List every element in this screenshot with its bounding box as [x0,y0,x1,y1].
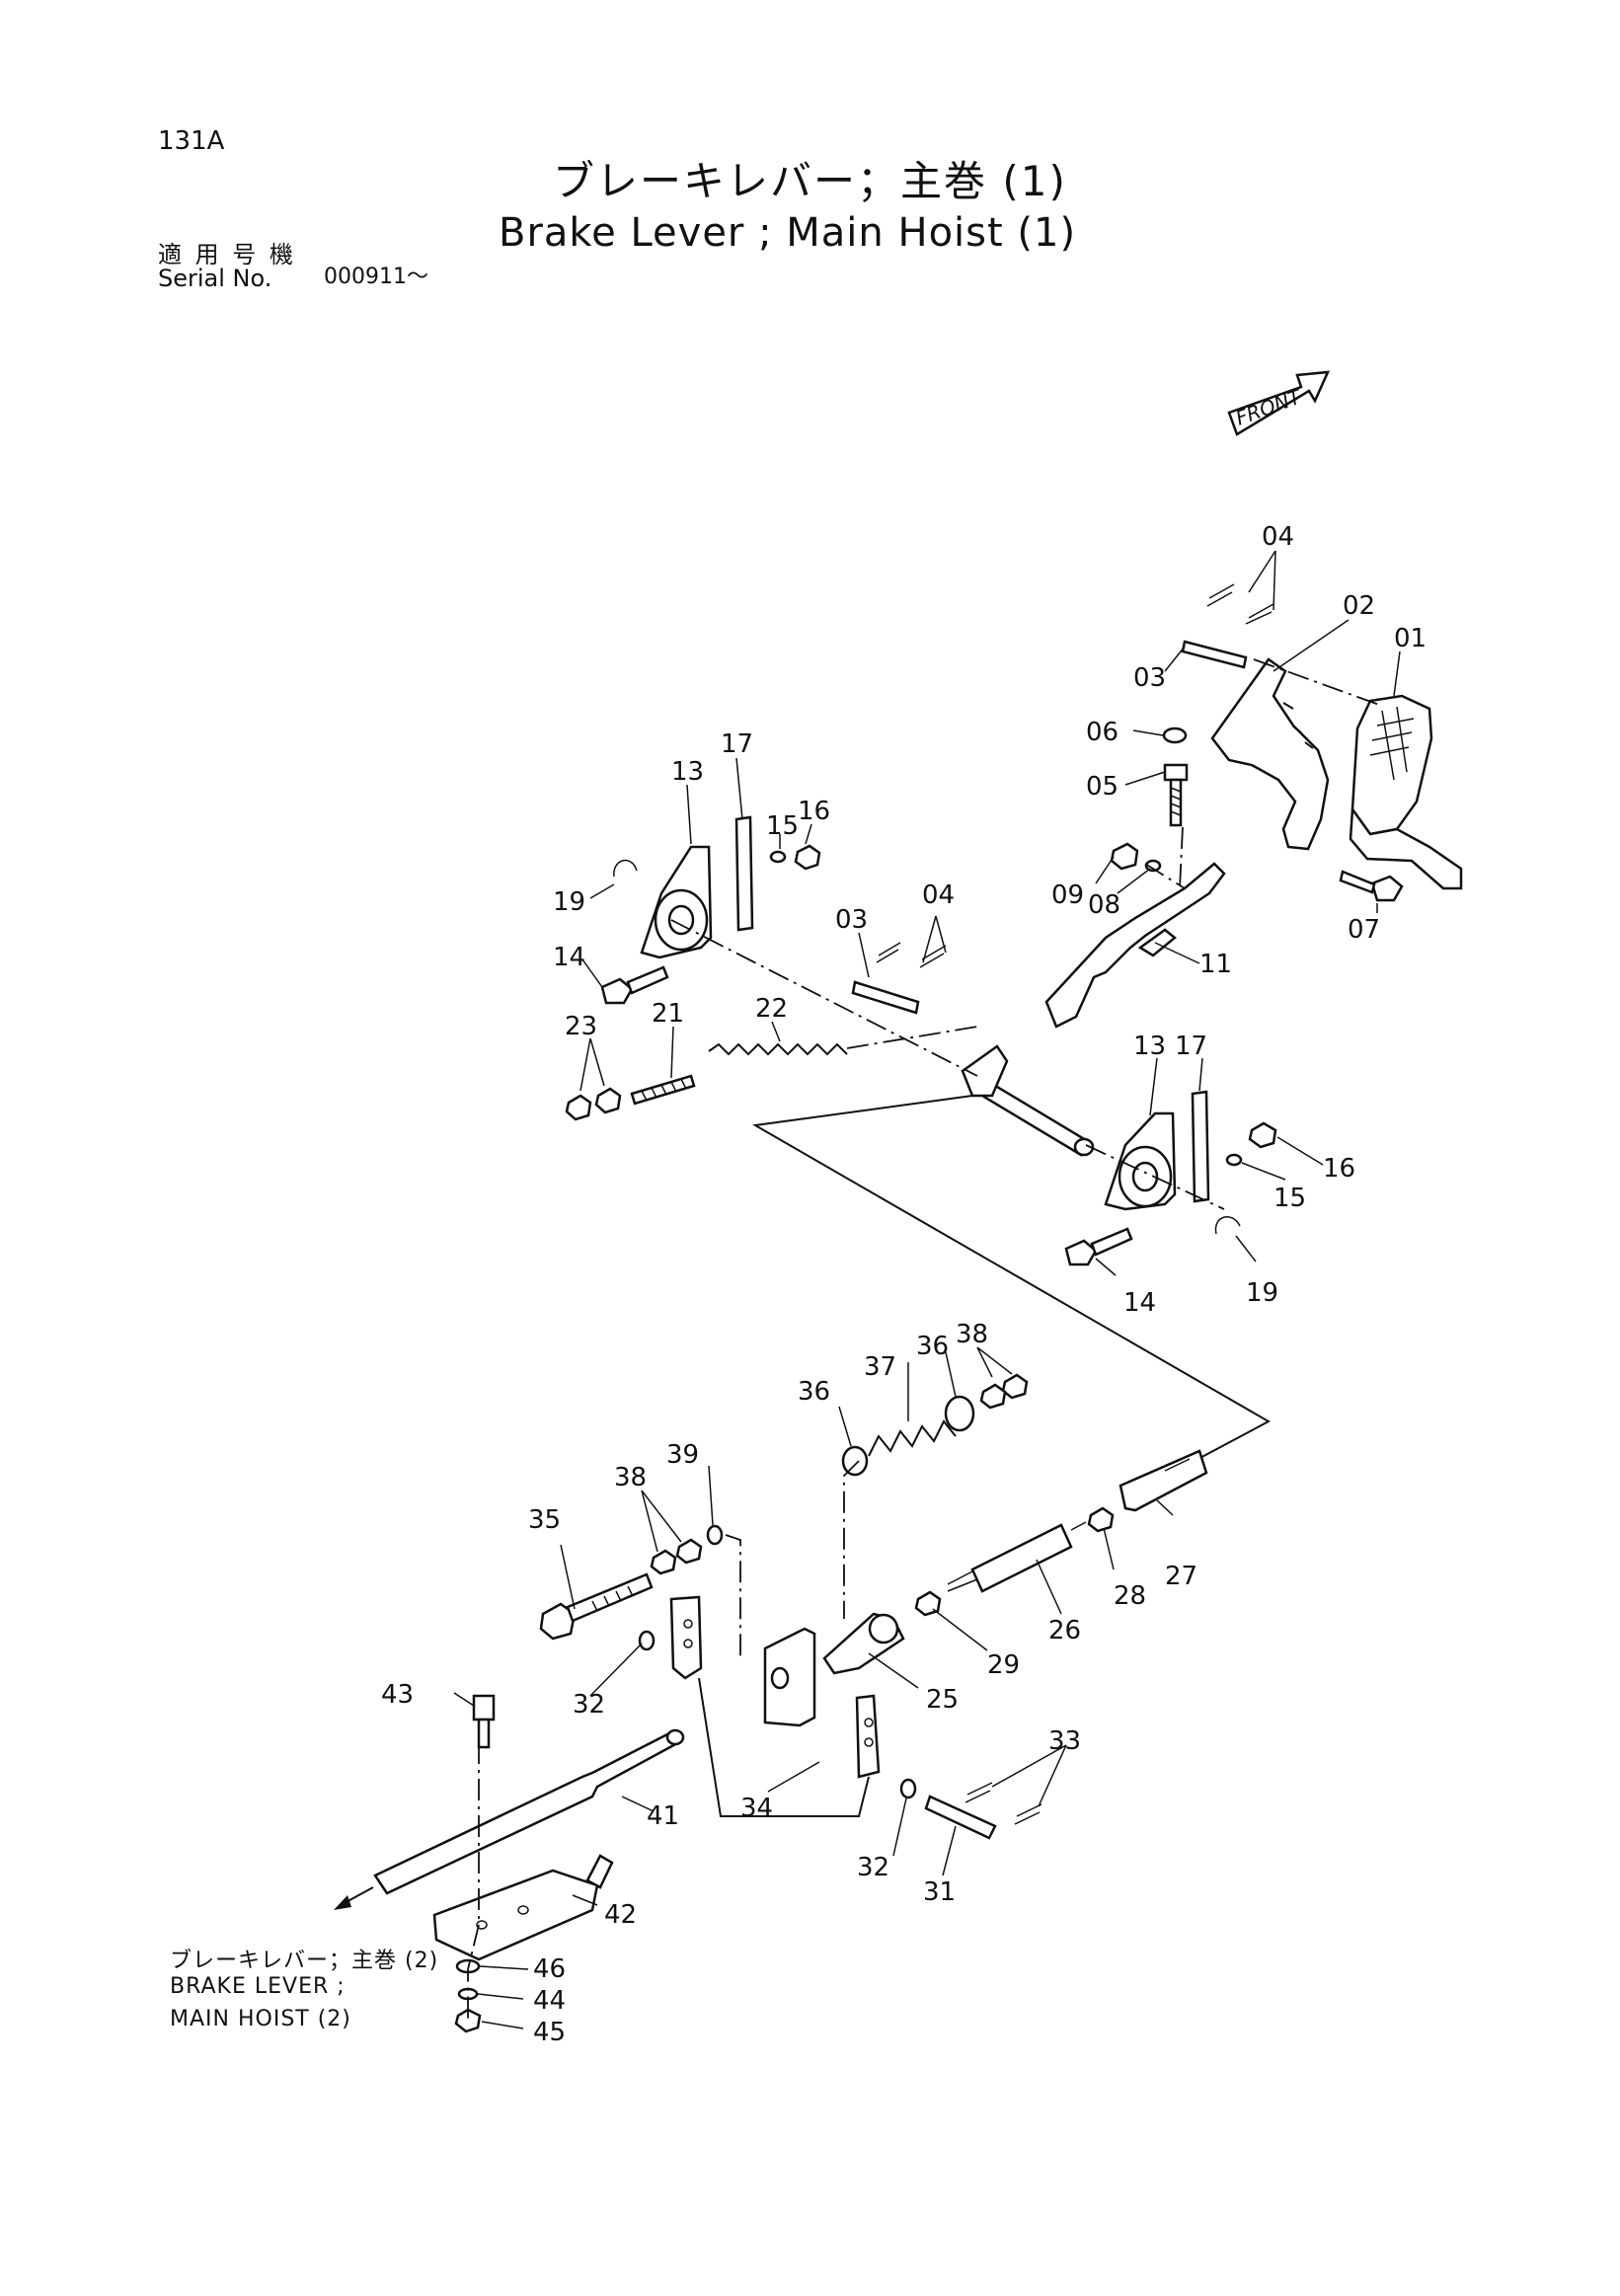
serial-number-value: 000911～ [324,265,428,289]
reference-note-line2: BRAKE LEVER ; [170,1974,346,1999]
callout-26: 26 [1048,1616,1081,1645]
callout-16: 16 [798,797,830,826]
callout-37: 37 [864,1352,896,1382]
page-code: 131A [158,126,225,156]
callout-03-b: 03 [835,905,868,935]
callout-15: 15 [766,811,799,841]
callout-08: 08 [1088,890,1120,920]
long-rod-part [373,1730,681,1895]
front-arrow-icon: FRONT [1227,370,1331,436]
callout-25: 25 [926,1685,959,1715]
reference-note-line3: MAIN HOIST (2) [170,2007,351,2031]
callout-32: 32 [573,1690,605,1720]
callout-02: 02 [1343,591,1375,621]
reference-note-line1: ブレーキレバー；主巻 (2) [170,1949,439,1973]
callout-09: 09 [1051,880,1084,910]
callout-36-b: 36 [798,1377,830,1407]
callout-45: 45 [533,2018,566,2047]
callout-11: 11 [1199,950,1232,979]
callout-01: 01 [1394,624,1427,653]
callout-44: 44 [533,1986,566,2016]
callout-43: 43 [381,1680,414,1710]
callout-15-b: 15 [1273,1184,1306,1213]
callout-23: 23 [565,1012,597,1041]
pillow-block-part [640,845,713,959]
callout-07: 07 [1348,915,1380,945]
callout-03: 03 [1133,663,1166,693]
callout-28: 28 [1114,1581,1146,1611]
shaft-part [980,1079,1088,1157]
callout-34: 34 [740,1794,773,1823]
pedal-bracket-part [1210,657,1330,851]
pillow-block-part-2 [1104,1111,1177,1211]
callout-32-b: 32 [857,1853,889,1882]
callout-14-b: 14 [1123,1288,1156,1318]
block-part [432,1869,599,1961]
callout-21: 21 [652,999,684,1029]
callout-13-b: 13 [1133,1032,1166,1061]
page-title-japanese: ブレーキレバー；主巻 (1) [553,157,1067,205]
callout-42: 42 [604,1900,637,1930]
callout-16-b: 16 [1323,1154,1355,1184]
callout-41: 41 [647,1801,679,1831]
callout-39: 39 [666,1440,699,1470]
callout-22: 22 [755,994,788,1024]
front-label: FRONT [1233,384,1306,430]
serial-label-english: Serial No. [158,265,272,292]
callout-36: 36 [916,1332,949,1361]
callout-38: 38 [956,1320,988,1349]
callout-04-b: 04 [922,880,955,910]
callout-14: 14 [553,943,585,972]
callout-19-b: 19 [1246,1278,1278,1308]
callout-05: 05 [1086,772,1119,802]
callout-13: 13 [671,757,704,787]
callout-35: 35 [528,1505,561,1535]
callout-06: 06 [1086,718,1119,747]
callout-17-b: 17 [1175,1032,1207,1061]
callout-46: 46 [533,1954,566,1984]
callout-17: 17 [721,729,753,759]
callout-38-b: 38 [614,1463,647,1492]
pedal-part [1349,694,1463,890]
callout-31: 31 [923,1877,956,1907]
callout-04: 04 [1262,522,1294,552]
serial-label-japanese: 適 用 号 機 [158,241,296,268]
page-title-english: Brake Lever ; Main Hoist (1) [499,210,1077,256]
callout-29: 29 [987,1650,1020,1680]
pin-part [1181,640,1248,669]
callout-19: 19 [553,887,585,917]
lever-part [1044,862,1226,1029]
callout-33: 33 [1048,1726,1081,1756]
callout-27: 27 [1165,1562,1197,1591]
